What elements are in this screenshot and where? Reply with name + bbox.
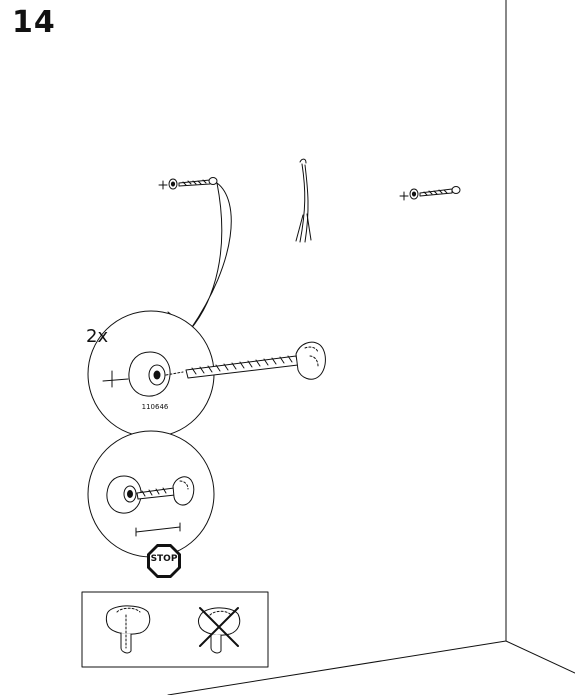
- wall-corner-icon: [167, 0, 575, 695]
- stop-sign-icon: [147, 544, 181, 578]
- quantity-label: 2x: [86, 326, 109, 347]
- comparison-box: [81, 591, 269, 668]
- part-number-label: 110646: [141, 403, 169, 411]
- screw-depth-detail-icon: [87, 430, 215, 558]
- screw-with-washer-icon: [158, 177, 218, 190]
- correct-screw-head-icon: [105, 605, 151, 654]
- stop-label: STOP: [150, 554, 178, 564]
- screw-with-washer-icon: [399, 186, 461, 201]
- step-number: 14: [12, 5, 56, 40]
- cable-icon: [295, 158, 312, 243]
- incorrect-screw-head-icon: [198, 607, 241, 654]
- magnified-screw-detail-icon: [87, 310, 326, 438]
